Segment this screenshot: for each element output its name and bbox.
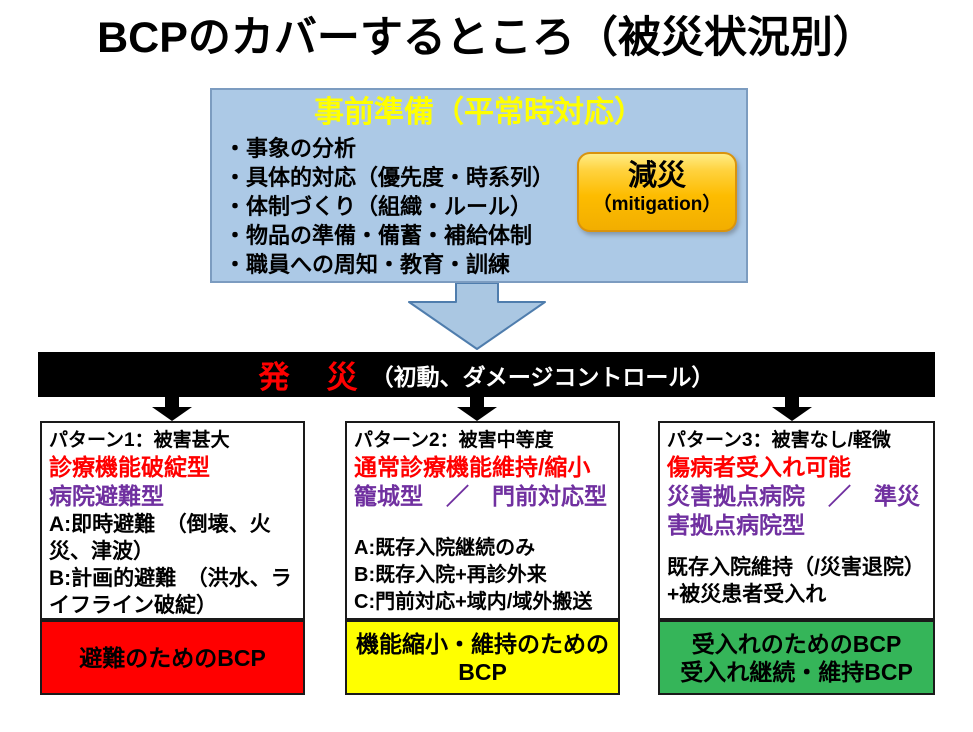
onset-subtitle: （初動、ダメージコントロール） xyxy=(370,363,715,390)
bcp-line: 避難のためのBCP xyxy=(79,644,266,671)
bcp-line: 受入れのためのBCP xyxy=(691,630,902,657)
pattern-body-line: 既存入院維持（/災害退院）+被災患者受入れ xyxy=(667,556,925,606)
bcp-evacuation-box: 避難のためのBCP xyxy=(40,620,305,695)
preparation-bullet-list: ・事象の分析 ・具体的対応（優先度・時系列） ・体制づくり（組織・ルール） ・物… xyxy=(224,134,746,279)
small-down-arrow-icon xyxy=(152,397,192,421)
bullet-item: ・具体的対応（優先度・時系列） xyxy=(224,165,555,190)
bcp-acceptance-box: 受入れのためのBCP 受入れ継続・維持BCP xyxy=(658,620,935,695)
pattern-1-box: パターン1：被害甚大 診療機能破綻型 病院避難型 A:即時避難 （倒壊、火災、津… xyxy=(40,421,305,620)
mitigation-box: 減災 （mitigation） xyxy=(577,152,737,232)
pattern-2-body: A:既存入院継続のみ B:既存入院+再診外来 C:門前対応+域内/域外搬送 xyxy=(354,535,611,616)
preparation-header: 事前準備（平常時対応） xyxy=(314,96,644,129)
big-down-arrow-icon xyxy=(408,283,546,350)
page-title: BCPのカバーするところ（被災状況別） xyxy=(97,14,876,62)
pattern-3-box: パターン3：被害なし/軽微 傷病者受入れ可能 災害拠点病院 ／ 準災害拠点病院型… xyxy=(658,421,935,620)
pattern-2-box: パターン2：被害中等度 通常診療機能維持/縮小 籠城型 ／ 門前対応型 A:既存… xyxy=(345,421,620,620)
pattern-1-title: パターン1：被害甚大 xyxy=(49,430,230,451)
pattern-3-purple-label: 災害拠点病院 ／ 準災害拠点病院型 xyxy=(667,483,920,538)
pattern-2-purple-label: 籠城型 ／ 門前対応型 xyxy=(354,483,607,509)
small-down-arrow-icon xyxy=(772,397,812,421)
pattern-body-line: B:計画的避難 （洪水、ライフライン破綻） xyxy=(49,567,292,617)
bullet-item: ・物品の準備・備蓄・補給体制 xyxy=(224,223,533,248)
pattern-2-red-label: 通常診療機能維持/縮小 xyxy=(354,454,591,480)
bullet-item: ・事象の分析 xyxy=(224,136,357,161)
small-down-arrow-icon xyxy=(457,397,497,421)
bcp-line: 受入れ継続・維持BCP xyxy=(680,658,913,685)
bullet-item: ・職員への周知・教育・訓練 xyxy=(224,252,511,277)
bcp-line: 機能縮小・維持のためのBCP xyxy=(356,630,609,685)
pattern-body-line: C:門前対応+域内/域外搬送 xyxy=(354,591,593,613)
pattern-body-line: A:即時避難 （倒壊、火災、津波） xyxy=(49,513,271,563)
bcp-reduction-maintenance-box: 機能縮小・維持のためのBCP xyxy=(345,620,620,695)
pattern-2-title: パターン2：被害中等度 xyxy=(354,430,554,451)
pattern-3-red-label: 傷病者受入れ可能 xyxy=(667,454,851,480)
bullet-item: ・体制づくり（組織・ルール） xyxy=(224,194,533,219)
pattern-3-title: パターン3：被害なし/軽微 xyxy=(667,430,891,451)
pattern-3-body: 既存入院維持（/災害退院）+被災患者受入れ xyxy=(667,554,926,608)
pattern-body-line: B:既存入院+再診外来 xyxy=(354,564,547,586)
onset-title: 発 災 xyxy=(258,360,361,395)
pattern-1-body: A:即時避難 （倒壊、火災、津波） B:計画的避難 （洪水、ライフライン破綻） xyxy=(49,511,296,618)
onset-bar: 発 災 （初動、ダメージコントロール） xyxy=(38,352,935,397)
mitigation-sublabel: （mitigation） xyxy=(592,194,722,215)
pattern-1-red-label: 診療機能破綻型 xyxy=(49,454,210,480)
mitigation-label: 減災 xyxy=(627,160,686,192)
pattern-1-purple-label: 病院避難型 xyxy=(49,483,164,509)
pattern-body-line: A:既存入院継続のみ xyxy=(354,537,536,559)
